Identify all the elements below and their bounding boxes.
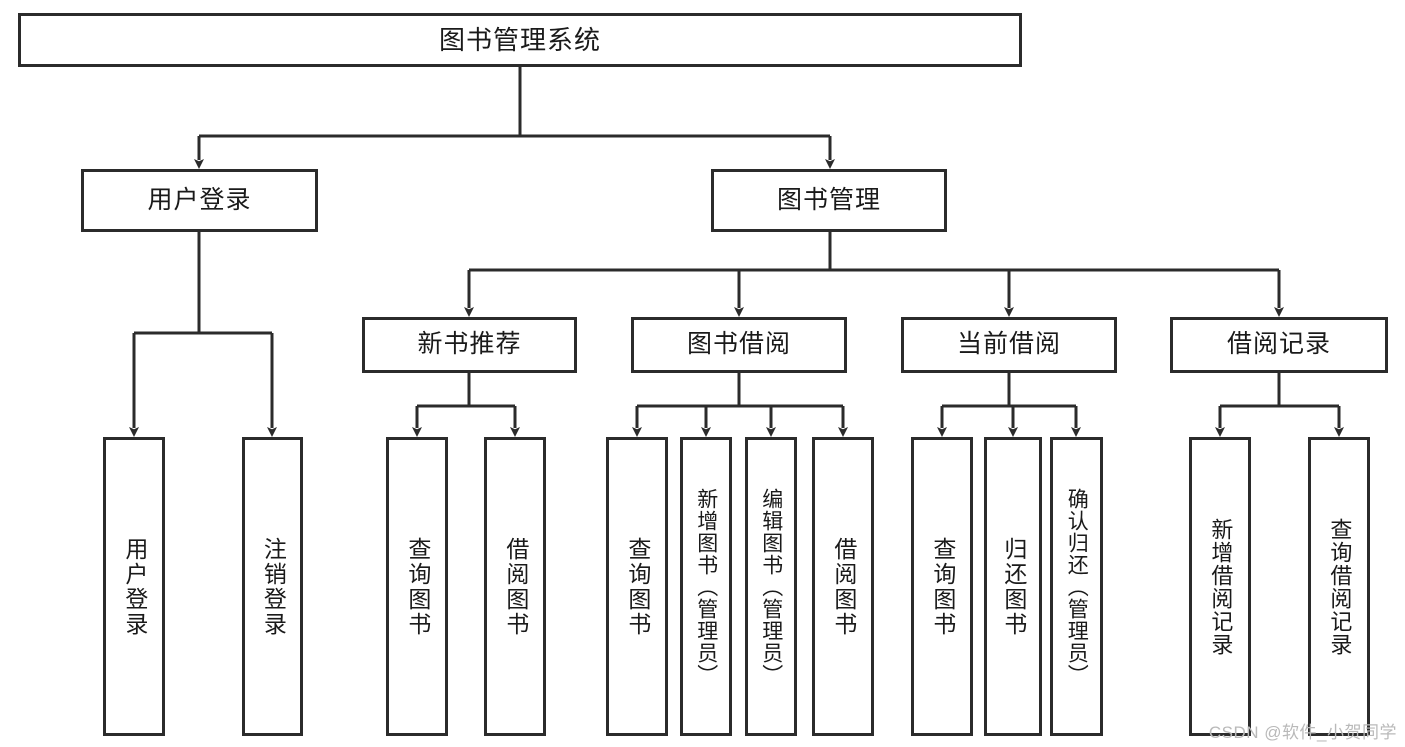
node-book-borrow-label: 图书借阅 <box>686 330 791 359</box>
leaf-query-book-borrow-label: 查询图书 <box>624 536 651 637</box>
leaf-add-borrow-record[interactable]: 新增借阅记录 <box>1189 437 1251 736</box>
leaf-add-borrow-record-label: 新增借阅记录 <box>1208 517 1234 656</box>
node-book-management-label: 图书管理 <box>776 185 881 214</box>
leaf-query-book-newbook-label: 查询图书 <box>404 536 431 637</box>
leaf-logout[interactable]: 注销登录 <box>242 437 303 736</box>
node-borrow-record[interactable]: 借阅记录 <box>1170 317 1388 373</box>
leaf-confirm-return-admin[interactable]: 确认归还（管理员） <box>1050 437 1103 736</box>
leaf-query-book-newbook[interactable]: 查询图书 <box>386 437 448 736</box>
leaf-edit-book-admin[interactable]: 编辑图书（管理员） <box>745 437 797 736</box>
leaf-user-login[interactable]: 用户登录 <box>103 437 165 736</box>
node-new-book-recommend-label: 新书推荐 <box>417 330 522 359</box>
leaf-add-book-admin[interactable]: 新增图书（管理员） <box>680 437 732 736</box>
node-new-book-recommend[interactable]: 新书推荐 <box>362 317 577 373</box>
leaf-borrow-book-newbook-label: 借阅图书 <box>502 536 529 637</box>
node-user-login-label: 用户登录 <box>147 185 252 214</box>
leaf-add-book-admin-label: 新增图书（管理员） <box>694 487 718 686</box>
leaf-borrow-book-borrow-label: 借阅图书 <box>830 536 857 637</box>
node-current-borrow-label: 当前借阅 <box>956 330 1061 359</box>
leaf-query-borrow-record-label: 查询借阅记录 <box>1327 517 1353 656</box>
leaf-logout-label: 注销登录 <box>260 536 287 637</box>
watermark: CSDN @软件_小贺同学 <box>1208 723 1397 742</box>
node-book-management[interactable]: 图书管理 <box>711 169 947 232</box>
node-book-borrow[interactable]: 图书借阅 <box>631 317 847 373</box>
node-current-borrow[interactable]: 当前借阅 <box>901 317 1117 373</box>
leaf-user-login-label: 用户登录 <box>121 536 148 637</box>
leaf-query-book-borrow[interactable]: 查询图书 <box>606 437 668 736</box>
leaf-borrow-book-borrow[interactable]: 借阅图书 <box>812 437 874 736</box>
node-user-login[interactable]: 用户登录 <box>81 169 318 232</box>
node-borrow-record-label: 借阅记录 <box>1226 330 1331 359</box>
leaf-return-book-label: 归还图书 <box>1000 536 1027 637</box>
leaf-borrow-book-newbook[interactable]: 借阅图书 <box>484 437 546 736</box>
leaf-edit-book-admin-label: 编辑图书（管理员） <box>759 487 783 686</box>
leaf-query-book-current-label: 查询图书 <box>929 536 956 637</box>
leaf-return-book[interactable]: 归还图书 <box>984 437 1042 736</box>
leaf-query-book-current[interactable]: 查询图书 <box>911 437 973 736</box>
node-root[interactable]: 图书管理系统 <box>18 13 1022 67</box>
leaf-confirm-return-admin-label: 确认归还（管理员） <box>1065 487 1089 686</box>
node-root-label: 图书管理系统 <box>438 24 601 55</box>
leaf-query-borrow-record[interactable]: 查询借阅记录 <box>1308 437 1370 736</box>
